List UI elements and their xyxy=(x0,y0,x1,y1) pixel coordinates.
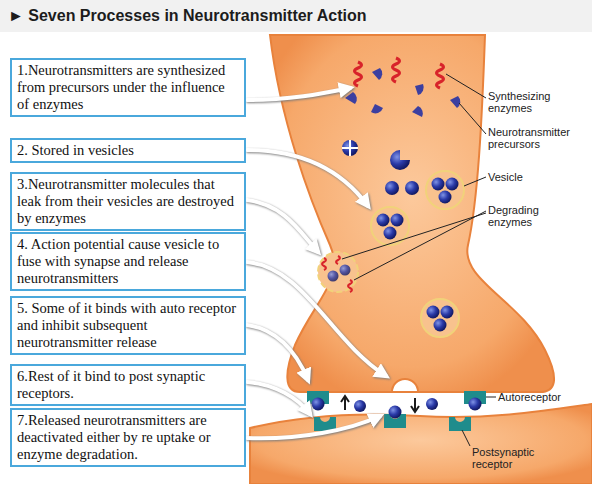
degrading-enzyme xyxy=(348,280,352,292)
degraded-transmitter xyxy=(328,271,339,282)
assembling-transmitter xyxy=(390,150,410,170)
leaking-vesicle xyxy=(318,252,358,292)
synthesizing-enzyme xyxy=(393,58,400,82)
assembling-gap xyxy=(342,140,358,156)
reuptake-arrow xyxy=(341,396,349,410)
neurotransmitter-precursor xyxy=(345,92,357,104)
process-text: 7.Released neurotransmitters are deactiv… xyxy=(17,412,239,463)
leader-line xyxy=(342,213,486,259)
process-text: 3.Neurotransmitter molecules that leak f… xyxy=(17,176,239,227)
neurotransmitter xyxy=(432,178,445,191)
synthesizing-enzyme xyxy=(437,64,444,88)
diagram-title: ► Seven Processes in Neurotransmitter Ac… xyxy=(8,6,366,26)
neurotransmitter xyxy=(427,306,440,319)
neurotransmitter xyxy=(405,181,419,195)
postsynaptic-receptor-symbol xyxy=(314,417,336,431)
degraded-transmitter xyxy=(340,265,351,276)
neurotransmitter xyxy=(391,214,404,227)
pointer-arrow xyxy=(247,88,350,100)
neurotransmitter xyxy=(469,398,482,411)
neurotransmitter xyxy=(434,319,447,332)
degrading-enzyme xyxy=(322,258,326,270)
part-label: Vesicle xyxy=(488,171,568,183)
pointer-arrow xyxy=(247,325,308,380)
part-label: Degrading enzymes xyxy=(488,204,568,228)
postsynaptic-receptor-symbol xyxy=(449,417,471,431)
part-label: Postsynaptic receptor xyxy=(472,446,562,470)
process-text: 5. Some of it binds with auto receptor a… xyxy=(17,300,239,351)
leader-line xyxy=(462,430,470,446)
neurotransmitter xyxy=(385,181,399,195)
neurotransmitter xyxy=(446,178,459,191)
synthesizing-enzyme xyxy=(355,62,362,86)
release-opening xyxy=(392,379,418,392)
process-text: 4. Action potential cause vesicle to fus… xyxy=(17,236,239,287)
neurotransmitter xyxy=(389,406,402,419)
process-box: 5. Some of it binds with auto receptor a… xyxy=(10,296,246,355)
leader-line xyxy=(354,211,486,280)
part-label: Autoreceptor xyxy=(498,391,588,403)
process-box: 4. Action potential cause vesicle to fus… xyxy=(10,232,246,291)
degrading-enzyme xyxy=(336,256,340,264)
title-band xyxy=(0,0,592,32)
pointer-arrow xyxy=(247,382,310,414)
process-box: 6.Rest of it bind to post synaptic recep… xyxy=(10,364,246,406)
neurotransmitter xyxy=(377,214,390,227)
pointer-arrow xyxy=(247,150,368,206)
neurotransmitter xyxy=(312,398,325,411)
pointer-arrow xyxy=(247,416,380,438)
leader-line xyxy=(464,177,486,186)
assembling-transmitter xyxy=(342,140,358,156)
vesicle xyxy=(426,171,464,209)
process-box: 7.Released neurotransmitters are deactiv… xyxy=(10,408,246,467)
neurotransmitter-precursor xyxy=(371,104,383,113)
neurotransmitter-precursor xyxy=(372,68,382,80)
part-label: Synthesizing enzymes xyxy=(488,90,580,114)
neurotransmitter xyxy=(384,227,397,240)
leader-line xyxy=(459,103,486,134)
vesicle xyxy=(421,299,459,337)
pointer-arrow xyxy=(247,200,318,252)
part-label: Neurotransmitter precursors xyxy=(488,126,588,150)
neurotransmitter xyxy=(441,306,454,319)
neurotransmitter-precursor xyxy=(412,106,423,117)
neurotransmitter xyxy=(426,398,438,410)
process-text: 2. Stored in vesicles xyxy=(17,142,239,159)
neurotransmitter xyxy=(354,400,366,412)
process-text: 1.Neurotransmitters are synthesized from… xyxy=(17,62,239,113)
process-text: 6.Rest of it bind to post synaptic recep… xyxy=(17,368,239,402)
neurotransmitter-precursor xyxy=(415,84,424,95)
pointer-arrow xyxy=(247,262,386,376)
release-arrow xyxy=(411,398,419,412)
neurotransmitter xyxy=(439,191,452,204)
leader-line xyxy=(486,397,496,398)
leader-line xyxy=(446,74,486,98)
process-box: 3.Neurotransmitter molecules that leak f… xyxy=(10,172,246,231)
process-box: 2. Stored in vesicles xyxy=(10,138,246,163)
process-box: 1.Neurotransmitters are synthesized from… xyxy=(10,58,246,117)
neurotransmitter-precursor xyxy=(450,96,460,108)
postsynaptic-membrane xyxy=(250,404,592,484)
